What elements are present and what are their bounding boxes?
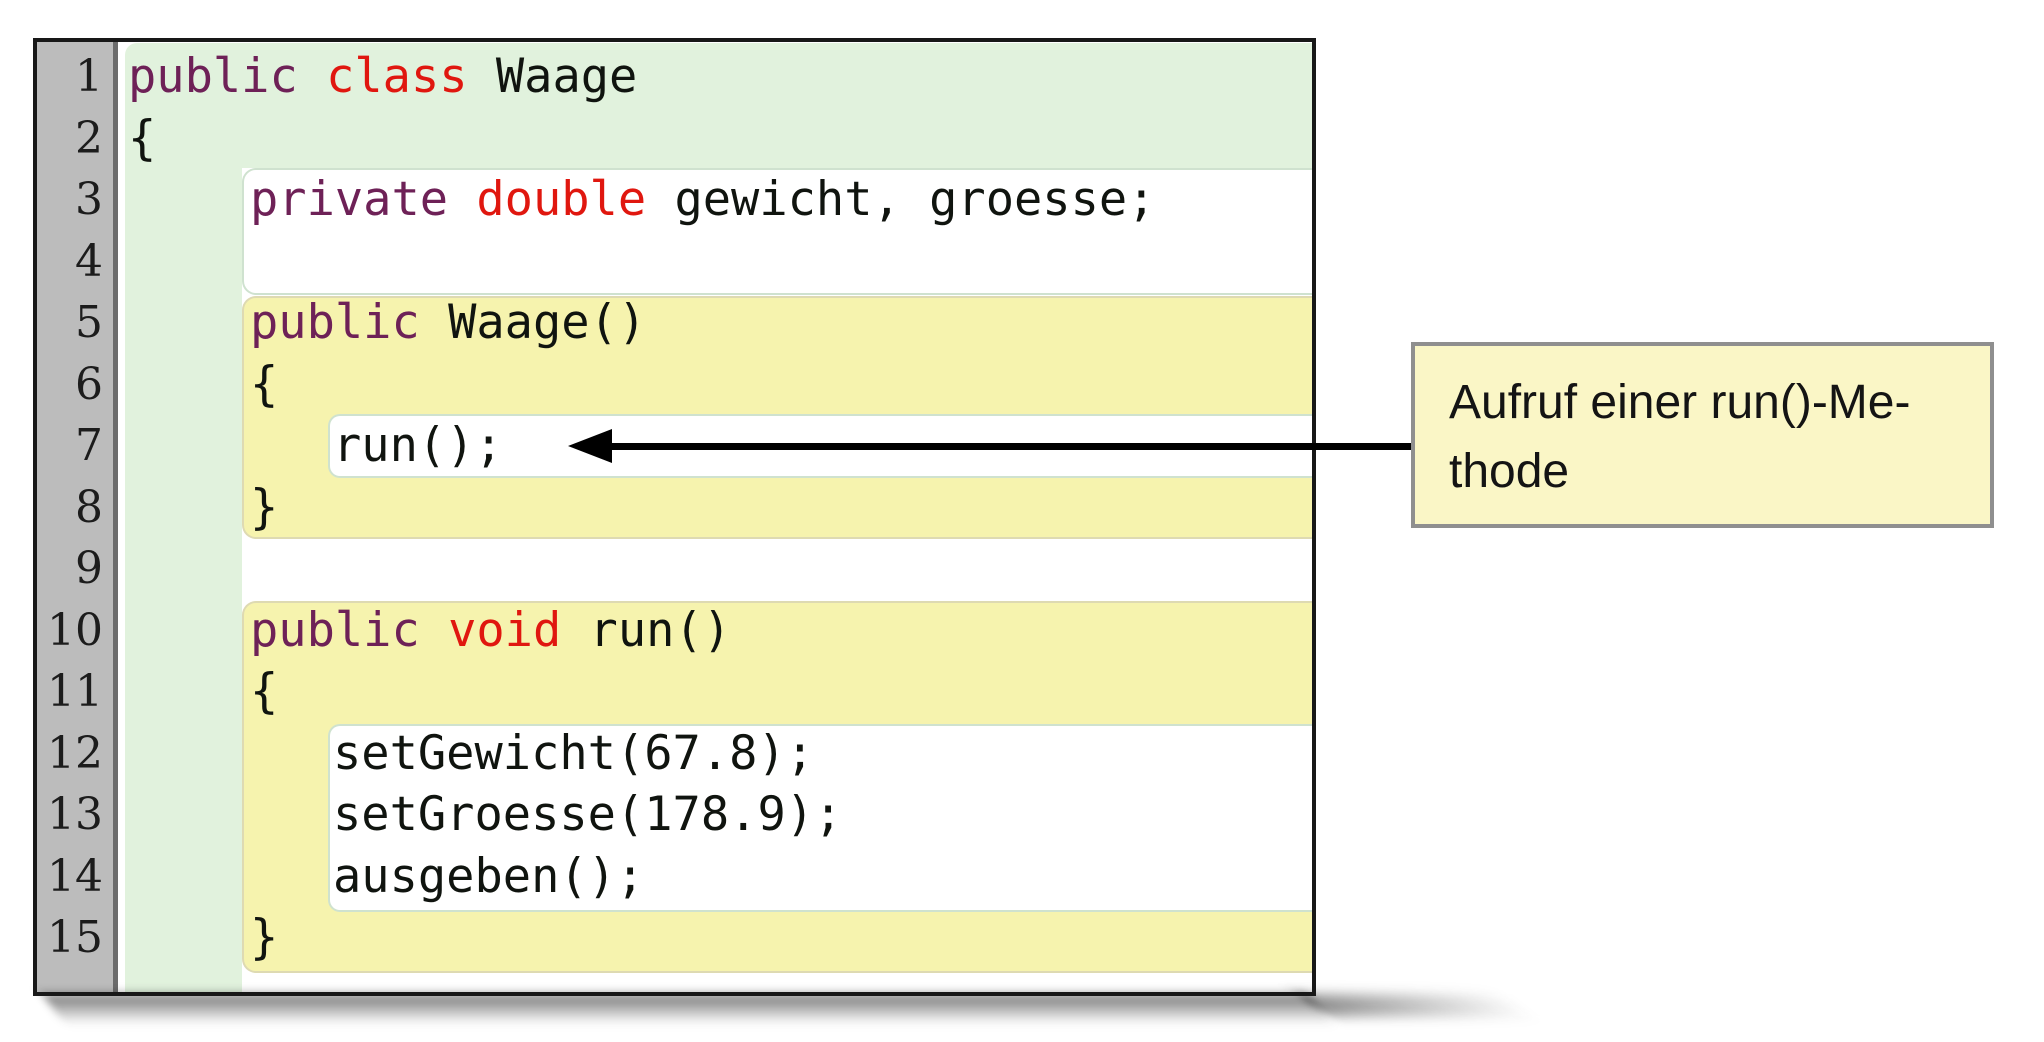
line-number-14: 14 bbox=[47, 850, 103, 902]
code-token: setGewicht(67.8); bbox=[333, 725, 815, 781]
code-line-12: setGewicht(67.8); bbox=[333, 723, 814, 785]
code-line-2: { bbox=[128, 108, 156, 170]
line-number-15: 15 bbox=[47, 912, 103, 963]
code-token: void bbox=[448, 602, 562, 658]
code-token: } bbox=[250, 479, 279, 535]
code-token: private bbox=[250, 172, 449, 227]
window-drop-shadow bbox=[42, 994, 1332, 1024]
code-token: gewicht, groesse; bbox=[646, 172, 1156, 227]
line-number-gutter bbox=[37, 42, 113, 992]
line-number-2: 2 bbox=[75, 112, 103, 164]
annotation-callout: Aufruf einer run()-Me- thode bbox=[1411, 342, 1994, 528]
field-scope-highlight bbox=[242, 168, 1312, 295]
line-number-7: 7 bbox=[75, 420, 103, 471]
gutter-separator bbox=[113, 42, 118, 992]
code-token: run(); bbox=[333, 418, 503, 473]
code-token: { bbox=[250, 664, 279, 719]
code-token: { bbox=[250, 356, 279, 412]
code-token bbox=[448, 172, 476, 227]
line-number-8: 8 bbox=[75, 481, 103, 533]
code-line-3: private double gewicht, groesse; bbox=[250, 169, 1156, 231]
window-drop-shadow-corner bbox=[1298, 994, 1537, 1016]
line-number-4: 4 bbox=[75, 235, 103, 287]
code-token bbox=[420, 603, 448, 658]
line-number-5: 5 bbox=[75, 297, 103, 348]
code-token: Waage bbox=[467, 49, 638, 104]
code-token: Waage() bbox=[419, 295, 647, 350]
line-number-12: 12 bbox=[47, 727, 103, 779]
code-token: public bbox=[250, 602, 420, 658]
code-token: ausgeben(); bbox=[333, 848, 645, 904]
code-token: double bbox=[476, 172, 647, 227]
code-token: class bbox=[326, 49, 468, 104]
code-line-13: setGroesse(178.9); bbox=[333, 784, 842, 846]
annotation-arrow-head-icon bbox=[568, 429, 612, 463]
statements-scope-highlight bbox=[328, 724, 1312, 912]
code-token: public bbox=[250, 295, 420, 350]
code-line-1: public class Waage bbox=[128, 46, 637, 108]
line-number-3: 3 bbox=[75, 174, 103, 225]
code-token bbox=[298, 49, 326, 104]
code-token: } bbox=[250, 910, 279, 965]
code-line-5: public Waage() bbox=[250, 292, 646, 354]
line-number-9: 9 bbox=[75, 543, 103, 594]
line-number-11: 11 bbox=[47, 666, 103, 717]
annotation-arrow-line bbox=[606, 443, 1411, 450]
code-line-8: } bbox=[250, 477, 278, 539]
line-number-1: 1 bbox=[75, 51, 103, 102]
code-token: setGroesse(178.9); bbox=[333, 787, 843, 842]
code-line-7: run(); bbox=[333, 415, 503, 477]
code-line-14: ausgeben(); bbox=[333, 846, 644, 908]
code-token: { bbox=[128, 110, 157, 166]
line-number-6: 6 bbox=[75, 358, 103, 410]
code-token: public bbox=[128, 49, 298, 104]
code-line-11: { bbox=[250, 661, 278, 723]
code-line-10: public void run() bbox=[250, 600, 731, 662]
code-line-6: { bbox=[250, 354, 278, 416]
line-number-10: 10 bbox=[47, 604, 103, 656]
code-token: run() bbox=[561, 602, 732, 658]
line-number-13: 13 bbox=[47, 789, 103, 840]
code-line-15: } bbox=[250, 907, 278, 969]
